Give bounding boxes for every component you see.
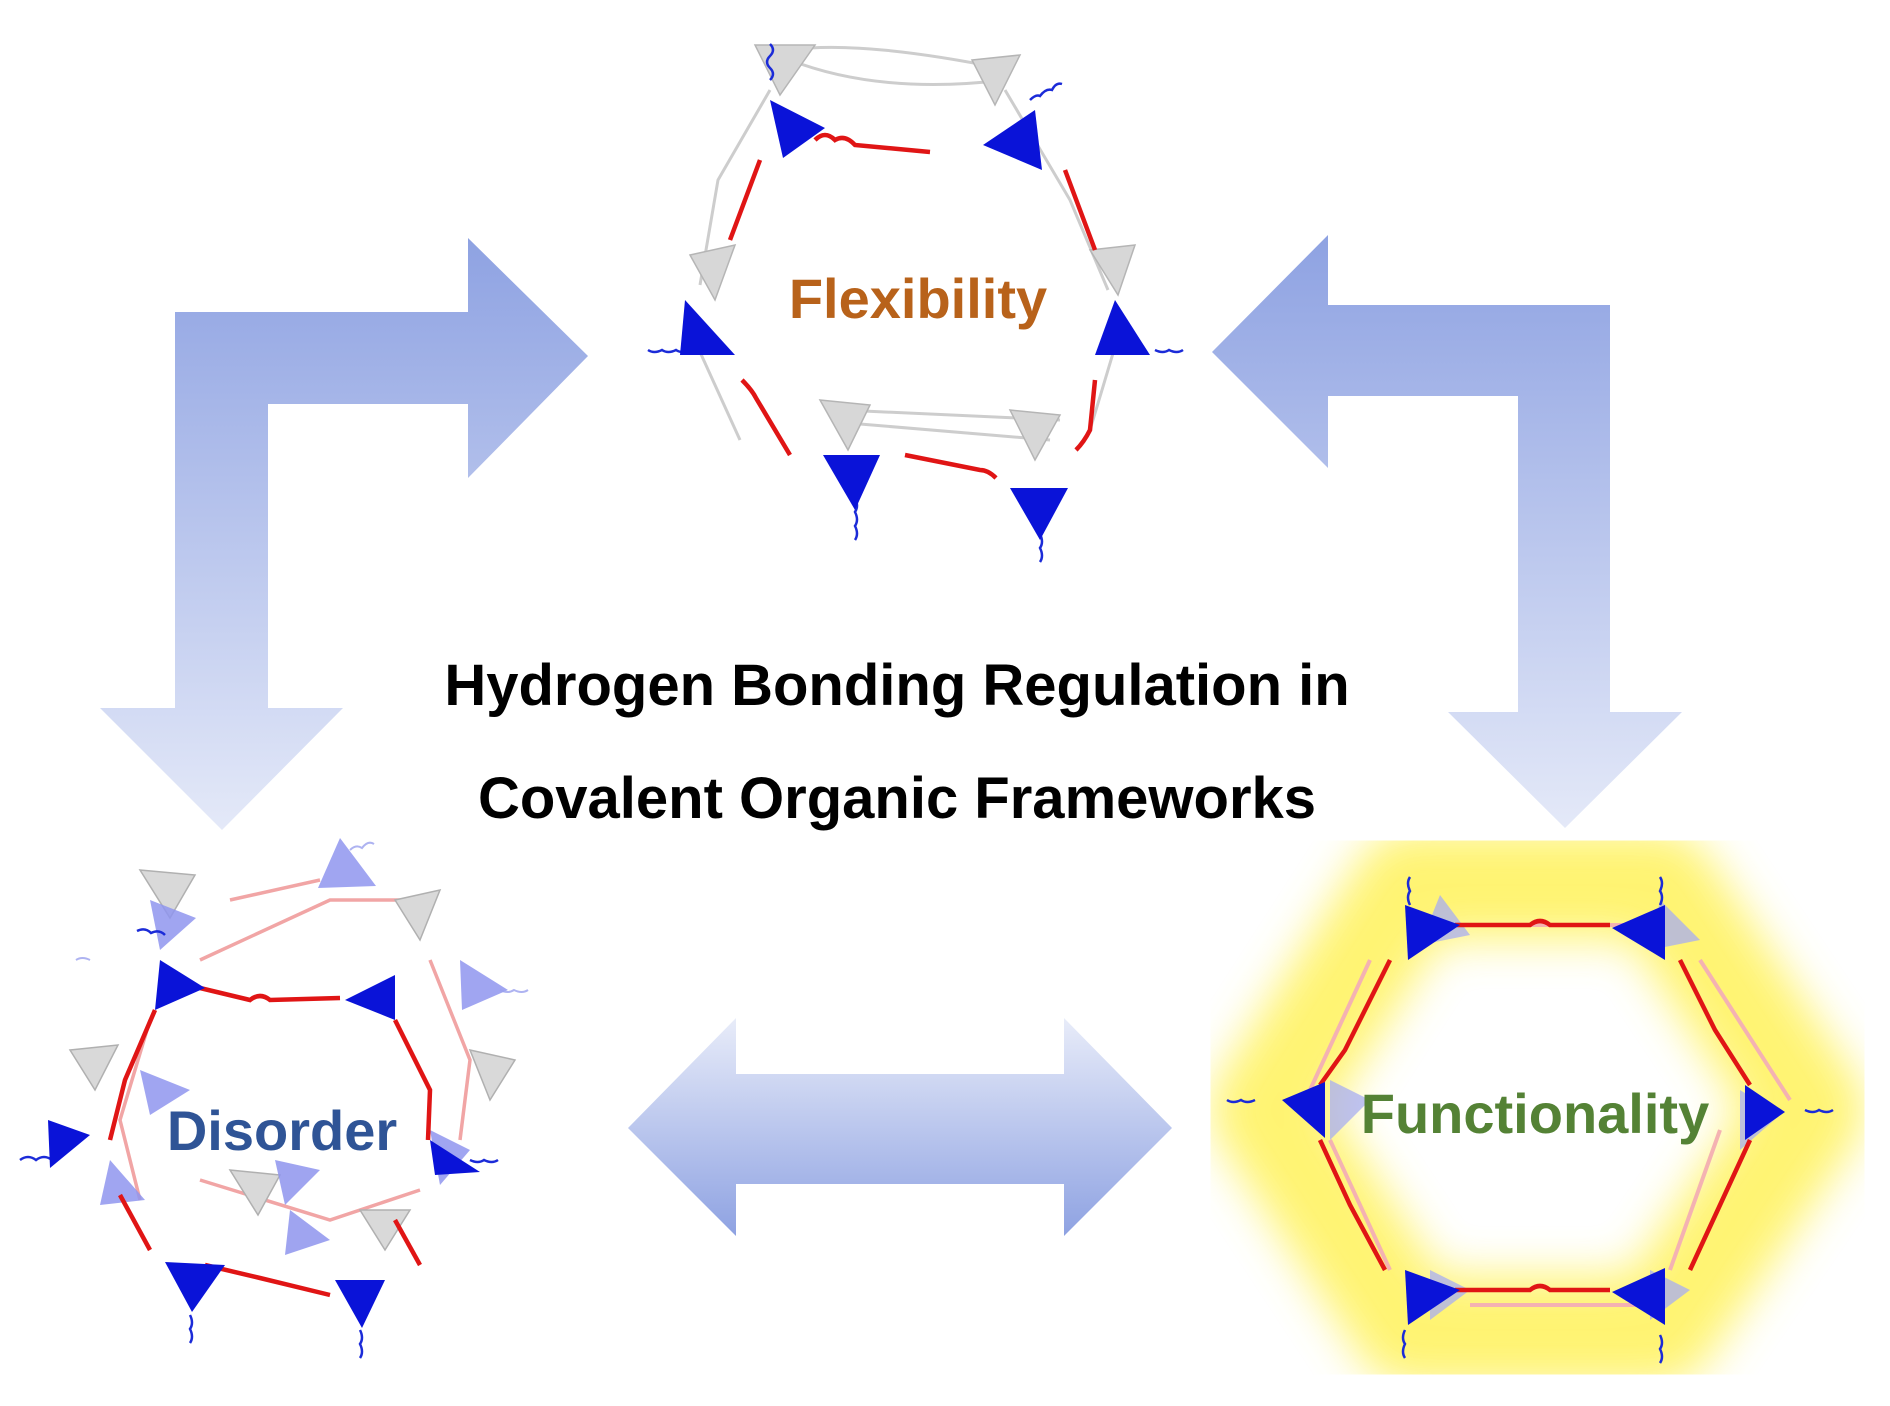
flexibility-framework-icon (647, 43, 1184, 563)
arrow-disorder-functionality (628, 1018, 1172, 1236)
title-line-2: Covalent Organic Frameworks (478, 766, 1316, 831)
disorder-framework-icon (19, 838, 529, 1359)
disorder-label: Disorder (167, 1099, 397, 1162)
title-line-1: Hydrogen Bonding Regulation in (444, 653, 1349, 718)
arrow-flexibility-to-functionality (1212, 235, 1682, 828)
functionality-framework-icon (1210, 830, 1865, 1385)
arrow-disorder-to-flexibility (100, 238, 588, 830)
flexibility-label: Flexibility (789, 267, 1047, 330)
functionality-label: Functionality (1361, 1082, 1709, 1145)
